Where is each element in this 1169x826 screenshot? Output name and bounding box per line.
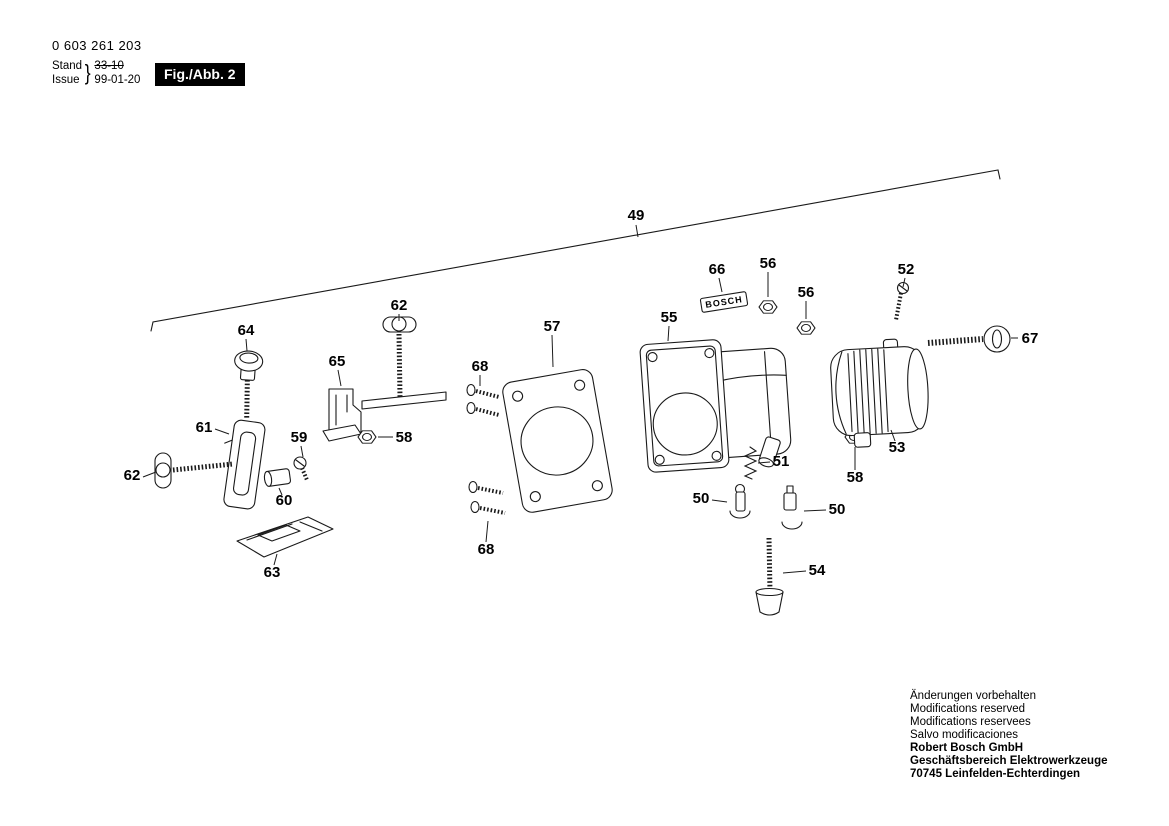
part-60-sleeve [263, 468, 292, 487]
issue-brace: } [84, 60, 91, 85]
callout-58: 58 [396, 429, 413, 446]
callout-leader-55 [667, 325, 670, 342]
callout-63: 63 [264, 564, 281, 581]
issue-values: 33-10 99-01-20 [94, 59, 140, 87]
part-53-motor-housing [830, 338, 929, 448]
assembly-line-49 [150, 169, 1001, 332]
callout-59: 59 [291, 429, 308, 446]
callout-leader-51 [757, 461, 771, 464]
stand-value: 33-10 [94, 60, 124, 72]
callout-leader-66 [718, 277, 723, 293]
issue-value: 99-01-20 [94, 74, 141, 86]
callout-leader-50 [711, 499, 728, 503]
callout-67: 67 [1022, 330, 1039, 347]
part-51-spring [743, 446, 758, 480]
callout-60: 60 [276, 492, 293, 509]
callout-57: 57 [544, 318, 561, 335]
callout-leader-60 [278, 487, 283, 496]
callout-58: 58 [847, 469, 864, 486]
footer-line: Modifications reservees [910, 716, 1031, 728]
footer-division: Geschäftsbereich Elektrowerkzeuge [910, 755, 1108, 767]
callout-50: 50 [693, 490, 710, 507]
callout-49: 49 [628, 207, 645, 224]
callout-leader-50 [803, 509, 827, 512]
footer-line: Modifications reserved [910, 703, 1026, 715]
part-56-nut-top [758, 300, 778, 314]
callout-68: 68 [478, 541, 495, 558]
part-50-pin-right [781, 485, 803, 530]
callout-54: 54 [809, 562, 826, 579]
callout-64: 64 [238, 322, 255, 339]
callout-leader-54 [782, 570, 807, 574]
part-62-wing-screw-left [154, 452, 234, 489]
stand-label: Stand [52, 60, 83, 72]
callout-leader-68 [485, 520, 489, 543]
callout-leader-52 [902, 277, 906, 288]
part-housing-spout [758, 436, 781, 468]
callout-65: 65 [329, 353, 346, 370]
callout-51: 51 [773, 453, 790, 470]
part-58-nut-left [357, 430, 377, 444]
callouts-layer: 49 64 62 65 61 59 62 60 63 57 68 68 55 66 56 56 51 50 50 52… [124, 207, 1039, 581]
part-65-guide-bracket [322, 388, 447, 442]
part-62-wing-screw-top [382, 316, 417, 398]
document-number: 0 603 261 203 [52, 38, 142, 53]
issue-label: Issue [52, 74, 80, 86]
footer-line: Änderungen vorbehalten [910, 690, 1036, 702]
part-68-screws-bottom [468, 480, 506, 515]
callout-53: 53 [889, 439, 906, 456]
callout-66: 66 [709, 261, 726, 278]
callout-52: 52 [898, 261, 915, 278]
part-64-knurled-knob [234, 350, 264, 419]
callout-56: 56 [798, 284, 815, 301]
footer-legal-block: Änderungen vorbehalten Modifications res… [910, 690, 1108, 781]
part-63-base-plate [236, 516, 334, 558]
callout-leader-65 [337, 369, 342, 387]
part-50-pin-left [729, 483, 751, 519]
callout-55: 55 [661, 309, 678, 326]
part-56-nut-right [796, 321, 816, 335]
issue-labels: Stand Issue [52, 59, 82, 87]
part-66-nameplate: BOSCH [699, 291, 749, 313]
callout-50: 50 [829, 501, 846, 518]
callout-leader-53 [890, 429, 896, 442]
callout-68: 68 [472, 358, 489, 375]
part-61-clamp-bracket [223, 419, 266, 510]
part-54-thumb-screw [755, 537, 784, 616]
callout-leader-61 [214, 428, 230, 435]
callout-56: 56 [760, 255, 777, 272]
part-57-cover-plate [502, 369, 613, 513]
figure-label: Fig./Abb. 2 [155, 63, 245, 86]
part-67-adjustment-screw [927, 325, 1011, 353]
callout-leader-63 [273, 553, 278, 566]
part-68-screws-top [466, 383, 500, 417]
footer-address: 70745 Leinfelden-Echterdingen [910, 768, 1080, 780]
callout-leader-49 [635, 224, 639, 238]
callout-62: 62 [124, 467, 141, 484]
callout-leader-64 [245, 338, 248, 352]
part-59-screw [293, 456, 309, 481]
callout-leader-57 [551, 334, 554, 368]
issue-block: Stand Issue } 33-10 99-01-20 [52, 59, 140, 87]
footer-company: Robert Bosch GmbH [910, 742, 1024, 754]
part-55-grid-plate [639, 339, 730, 473]
callout-leader-62 [142, 471, 157, 478]
part-52-screw [894, 281, 910, 321]
footer-line: Salvo modificaciones [910, 729, 1019, 741]
callout-leader-59 [300, 445, 304, 458]
callout-62: 62 [391, 297, 408, 314]
callout-61: 61 [196, 419, 213, 436]
